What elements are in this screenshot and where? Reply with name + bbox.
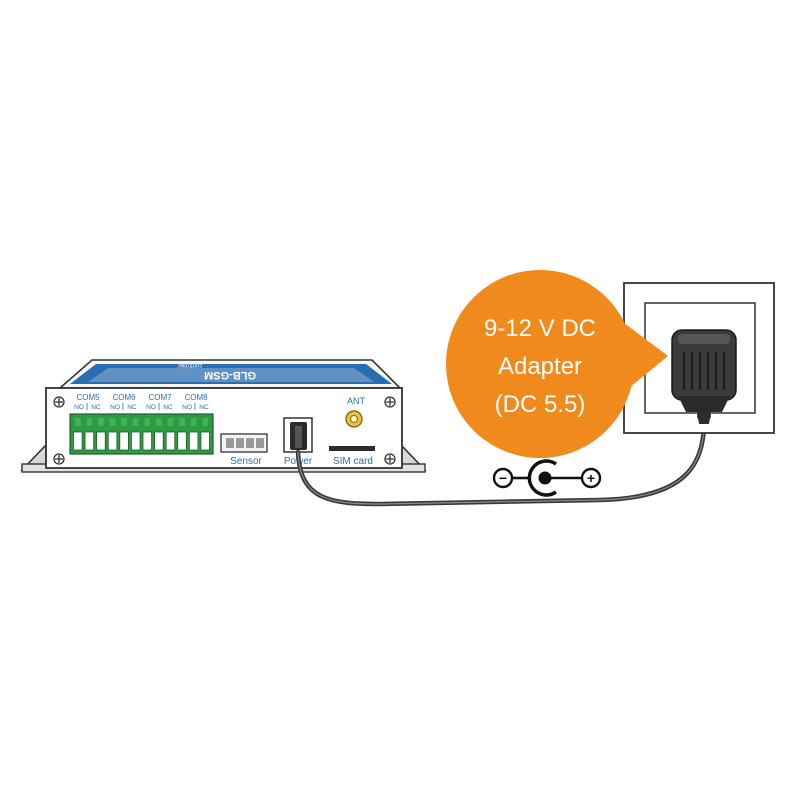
screw-icon xyxy=(384,453,396,465)
terminal-screw-slot xyxy=(73,431,83,451)
terminal-screw-head xyxy=(179,418,185,426)
terminal-screw-head xyxy=(121,418,127,426)
gsm-controller-device: GLB-GSM controller COM5 COM6 COM7 COM8 N… xyxy=(20,359,427,473)
terminal-screw-head xyxy=(156,418,162,426)
minus-sign: − xyxy=(499,470,507,486)
terminal-screw-head xyxy=(86,418,93,426)
terminal-screw-head xyxy=(190,418,197,426)
sensor-connector xyxy=(220,433,268,453)
adapter-title-text: Adapter xyxy=(498,353,582,380)
terminal-screw-slot xyxy=(154,431,164,451)
plus-sign: + xyxy=(587,470,595,486)
brand-subtext: controller xyxy=(178,362,203,368)
terminal-screw-slot xyxy=(131,431,141,451)
no-label: NO xyxy=(146,404,156,411)
terminal-screw-head xyxy=(144,418,151,426)
nc-label: NC xyxy=(127,404,137,411)
power-jack xyxy=(283,417,313,453)
terminal-screw-slot xyxy=(177,431,187,451)
no-label: NO xyxy=(110,404,120,411)
terminal-screw-slot xyxy=(84,431,95,451)
power-adapter-icon xyxy=(671,329,737,424)
nc-label: NC xyxy=(163,404,173,411)
brand-text: GLB-GSM xyxy=(204,369,256,381)
sim-card-label: SIM card xyxy=(333,456,373,467)
no-label: NO xyxy=(74,404,84,411)
terminal-screw-head xyxy=(75,418,81,426)
terminal-screw-head xyxy=(109,418,116,426)
terminal-screw-slot xyxy=(188,431,199,451)
terminal-screw-slot xyxy=(96,431,106,451)
com6-label: COM6 xyxy=(112,393,136,402)
terminal-screw-slot xyxy=(119,431,129,451)
nc-label: NC xyxy=(91,404,101,411)
terminal-screw-head xyxy=(98,418,104,426)
screw-icon xyxy=(53,453,65,465)
terminal-screw-head xyxy=(167,418,174,426)
terminal-screw-slot xyxy=(107,431,118,451)
positive-terminal-icon xyxy=(580,467,602,489)
dc-polarity-symbol-icon: − + xyxy=(492,459,602,497)
adapter-plug-size-text: (DC 5.5) xyxy=(495,391,586,418)
screw-icon xyxy=(53,396,65,408)
com5-label: COM5 xyxy=(76,393,100,402)
ant-label: ANT xyxy=(347,396,366,406)
terminal-screw-head xyxy=(132,418,139,426)
screw-icon xyxy=(384,396,396,408)
top-label-strip xyxy=(70,364,392,384)
nc-label: NC xyxy=(199,404,209,411)
no-label: NO xyxy=(182,404,192,411)
terminal-screw-slot xyxy=(142,431,152,451)
terminal-screw-slot xyxy=(165,431,176,451)
com7-label: COM7 xyxy=(148,393,172,402)
antenna-connector-icon xyxy=(345,410,363,428)
sensor-label: Sensor xyxy=(230,456,262,467)
adapter-callout-bubble xyxy=(446,270,668,458)
com8-label: COM8 xyxy=(184,393,208,402)
sim-card-slot xyxy=(329,446,375,451)
terminal-screw-slot xyxy=(200,431,210,451)
terminal-screw-head xyxy=(202,418,208,426)
adapter-voltage-text: 9-12 V DC xyxy=(484,315,596,342)
terminal-block xyxy=(69,413,214,455)
